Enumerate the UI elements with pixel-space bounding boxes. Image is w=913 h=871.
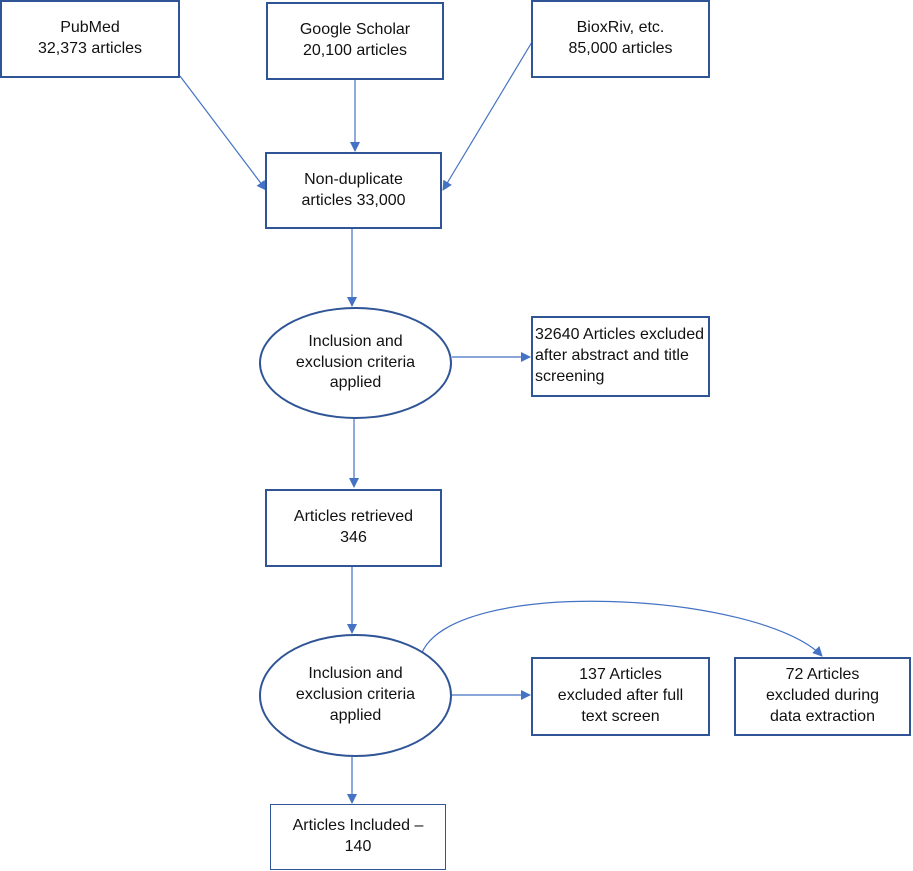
arrow-pubmed-to-nonduplicate bbox=[179, 75, 267, 191]
google-scholar-box: Google Scholar 20,100 articles bbox=[266, 2, 444, 80]
pubmed-title: PubMed bbox=[60, 19, 120, 37]
bioxriv-count: 85,000 articles bbox=[568, 40, 673, 57]
excluded-extraction-box: 72 Articles excluded during data extract… bbox=[734, 657, 911, 736]
nonduplicate-box: Non-duplicate articles 33,000 bbox=[265, 152, 442, 229]
criteria1-line3: applied bbox=[329, 374, 382, 392]
criteria2-line2: exclusion criteria bbox=[295, 686, 416, 704]
criteria-ellipse-1: Inclusion and exclusion criteria applied bbox=[259, 307, 452, 419]
articles-retrieved-line1: Articles retrieved bbox=[293, 508, 414, 526]
excluded-abstract-line1: 32640 Articles excluded bbox=[535, 326, 704, 344]
criteria-ellipse-2: Inclusion and exclusion criteria applied bbox=[259, 634, 452, 757]
nonduplicate-line1: Non-duplicate bbox=[304, 170, 403, 188]
google-scholar-count: 20,100 articles bbox=[302, 42, 408, 59]
excluded-extraction-line3: data extraction bbox=[770, 707, 875, 725]
pubmed-count: 32,373 articles bbox=[37, 40, 143, 57]
excluded-fulltext-line3: text screen bbox=[581, 707, 660, 725]
criteria2-line3: applied bbox=[329, 706, 382, 724]
arrow-criteria2-to-excluded-extraction bbox=[420, 600, 823, 657]
excluded-fulltext-line2: excluded after full bbox=[557, 687, 684, 705]
excluded-fulltext-box: 137 Articles excluded after full text sc… bbox=[531, 657, 710, 736]
arrow-bioxriv-to-nonduplicate bbox=[442, 41, 533, 191]
excluded-abstract-line3: screening bbox=[535, 367, 605, 385]
criteria1-line1: Inclusion and bbox=[308, 332, 403, 350]
excluded-extraction-line2: excluded during bbox=[766, 687, 879, 705]
articles-retrieved-count: 346 bbox=[340, 529, 367, 546]
articles-included-count: 140 bbox=[344, 838, 372, 855]
nonduplicate-line2: articles 33,000 bbox=[301, 191, 406, 209]
excluded-fulltext-line1: 137 Articles bbox=[579, 666, 662, 684]
criteria2-line1: Inclusion and bbox=[308, 665, 403, 683]
pubmed-box: PubMed 32,373 articles bbox=[0, 0, 180, 78]
articles-included-box: Articles Included – 140 bbox=[270, 804, 446, 870]
excluded-abstract-line2: after abstract and title bbox=[535, 347, 689, 365]
articles-retrieved-box: Articles retrieved 346 bbox=[265, 489, 442, 567]
articles-included-line1: Articles Included – bbox=[292, 817, 424, 835]
bioxriv-title: BioxRiv, etc. bbox=[576, 19, 665, 37]
excluded-abstract-box: 32640 Articles excluded after abstract a… bbox=[531, 316, 710, 397]
bioxriv-box: BioxRiv, etc. 85,000 articles bbox=[531, 0, 710, 78]
google-scholar-title: Google Scholar bbox=[299, 21, 411, 39]
excluded-extraction-line1: 72 Articles bbox=[785, 666, 860, 684]
criteria1-line2: exclusion criteria bbox=[295, 353, 416, 371]
